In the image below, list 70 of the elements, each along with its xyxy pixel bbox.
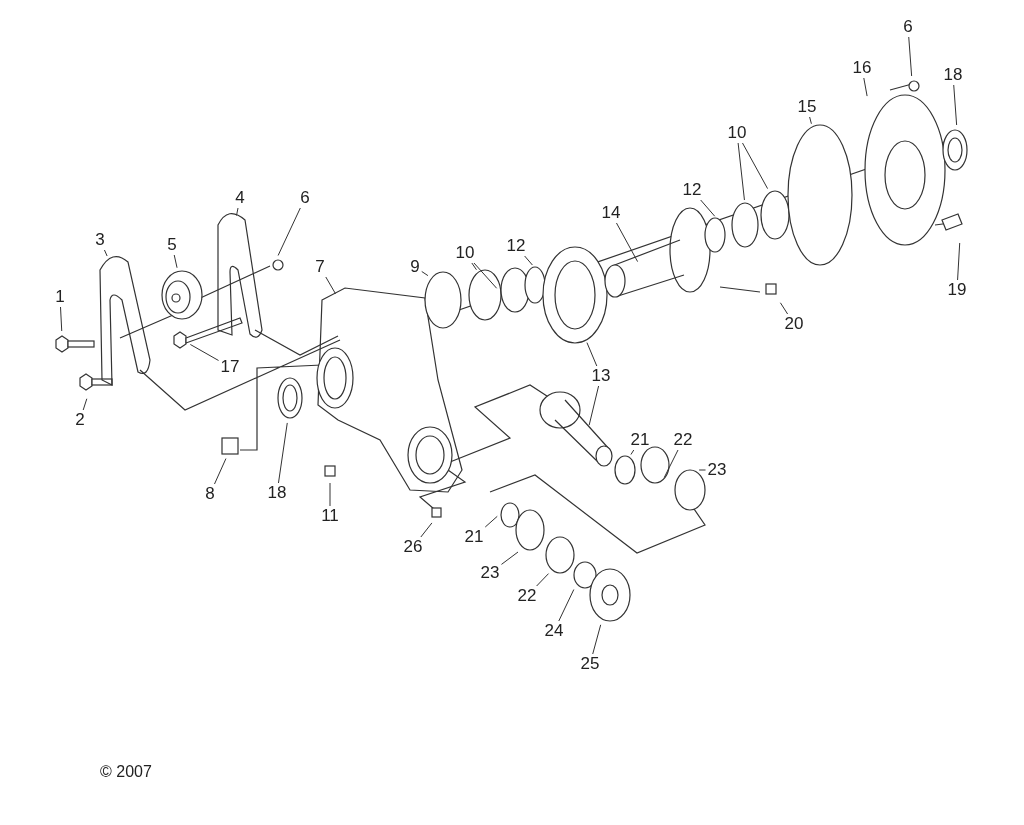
leader-line bbox=[189, 343, 220, 361]
leader-line bbox=[588, 385, 600, 426]
callout-number: 9 bbox=[409, 258, 421, 276]
leader-line bbox=[700, 199, 716, 217]
leader-line bbox=[236, 207, 239, 216]
callout-number: 10 bbox=[726, 124, 748, 142]
leader-line bbox=[103, 249, 108, 257]
leader-line bbox=[82, 398, 88, 411]
leader-line bbox=[586, 342, 598, 367]
callout-number: 12 bbox=[505, 237, 527, 255]
callout-number: 10 bbox=[454, 244, 476, 262]
leader-line bbox=[420, 522, 433, 538]
leader-line bbox=[214, 458, 227, 485]
leader-line bbox=[277, 422, 288, 484]
leader-line bbox=[473, 262, 498, 289]
leader-line bbox=[173, 254, 178, 269]
callout-number: 20 bbox=[783, 315, 805, 333]
leader-line bbox=[953, 84, 958, 126]
callout-number: 12 bbox=[681, 181, 703, 199]
callout-number: 25 bbox=[579, 655, 601, 673]
leader-line bbox=[863, 77, 868, 97]
callout-number: 21 bbox=[463, 528, 485, 546]
callout-number: 14 bbox=[600, 204, 622, 222]
callout-number: 3 bbox=[94, 231, 106, 249]
callout-number: 7 bbox=[314, 258, 326, 276]
callout-number: 18 bbox=[942, 66, 964, 84]
leader-line bbox=[471, 262, 477, 271]
callout-number: 16 bbox=[851, 59, 873, 77]
leader-line bbox=[524, 255, 533, 266]
leader-line bbox=[592, 624, 602, 655]
leader-line bbox=[536, 573, 550, 587]
callout-number: 22 bbox=[672, 431, 694, 449]
leader-line bbox=[809, 116, 812, 125]
leader-line bbox=[957, 242, 961, 281]
leader-line bbox=[558, 589, 575, 622]
callout-number: 21 bbox=[629, 431, 651, 449]
callout-number: 24 bbox=[543, 622, 565, 640]
leader-line bbox=[630, 449, 635, 455]
callout-number: 18 bbox=[266, 484, 288, 502]
leader-line bbox=[779, 302, 789, 315]
callout-number: 6 bbox=[299, 189, 311, 207]
leader-line bbox=[500, 551, 519, 565]
leader-line bbox=[329, 482, 331, 507]
callout-number: 5 bbox=[166, 236, 178, 254]
leader-line bbox=[60, 306, 63, 332]
callout-number: 2 bbox=[74, 411, 86, 429]
callout-number: 26 bbox=[402, 538, 424, 556]
callout-number: 8 bbox=[204, 485, 216, 503]
leader-line bbox=[737, 142, 745, 201]
leader-line bbox=[325, 276, 336, 295]
callout-number: 17 bbox=[219, 358, 241, 376]
leader-line bbox=[908, 36, 913, 77]
copyright-notice: © 2007 bbox=[100, 763, 152, 781]
callout-number: 19 bbox=[946, 281, 968, 299]
callout-number: 4 bbox=[234, 189, 246, 207]
leader-line bbox=[484, 515, 498, 528]
callout-number: 22 bbox=[516, 587, 538, 605]
leader-line bbox=[742, 142, 769, 190]
leader-line bbox=[663, 449, 679, 479]
callout-number: 13 bbox=[590, 367, 612, 385]
callout-number: 6 bbox=[902, 18, 914, 36]
leader-line bbox=[421, 271, 429, 277]
callout-number: 23 bbox=[706, 461, 728, 479]
leader-line bbox=[698, 469, 707, 471]
callout-number: 15 bbox=[796, 98, 818, 116]
callout-number: 11 bbox=[320, 507, 340, 525]
leader-line bbox=[277, 207, 301, 256]
callout-number: 1 bbox=[54, 288, 66, 306]
leader-line bbox=[615, 222, 639, 263]
callout-number: 23 bbox=[479, 564, 501, 582]
